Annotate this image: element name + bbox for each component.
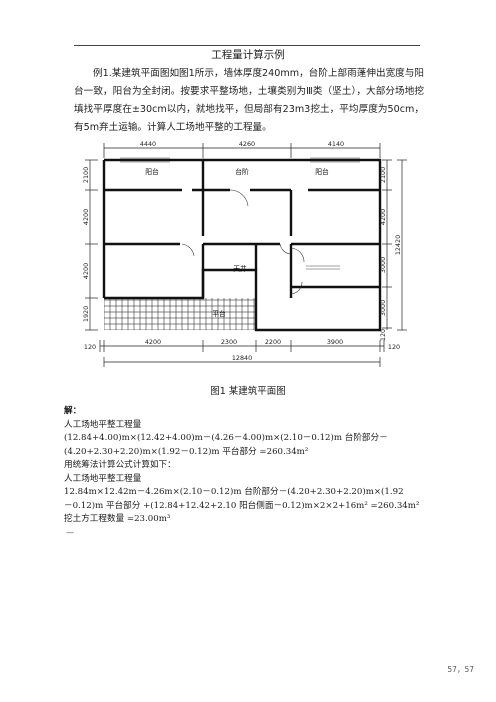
dim-top-3: 4140 bbox=[328, 140, 344, 148]
figure-caption: 图1 某建筑平面图 bbox=[210, 386, 286, 397]
label-balcony-right: 阳台 bbox=[315, 167, 329, 176]
problem-statement: 例1.某建筑平面图如图1所示，墙体厚度240mm，台阶上部雨蓬伸出宽度与阳台一致… bbox=[74, 68, 424, 133]
dim-right-1: 2100 bbox=[379, 167, 387, 183]
solution-block: 解： 人工场地平整工程量 (12.84+4.00)m×(12.42+4.00)m… bbox=[64, 405, 450, 527]
solution-line-5: 人工场地平整工程量 bbox=[64, 473, 142, 484]
header-rule bbox=[74, 45, 420, 46]
dim-bottom-6: 120 bbox=[388, 343, 400, 351]
margin-mark: — bbox=[66, 528, 74, 537]
dim-left-3: 4200 bbox=[82, 263, 90, 279]
solution-line-2: (12.84+4.00)m×(12.42+4.00)m－(4.26－4.00)m… bbox=[64, 433, 388, 443]
walls bbox=[102, 158, 382, 332]
dim-right-total: 12420 bbox=[394, 235, 402, 255]
solution-line-1: 人工场地平整工程量 bbox=[64, 419, 142, 430]
solution-line-7: －0.12)m 平台部分 +(12.84+12.42+2.10 阳台侧面－0.1… bbox=[64, 500, 420, 511]
solution-line-8: 挖土方工程数量 =23.00m³ bbox=[64, 514, 171, 524]
label-platform: 平台 bbox=[212, 309, 226, 318]
dimension-lines bbox=[85, 143, 407, 367]
platform-tiles bbox=[104, 298, 256, 330]
dim-left-4: 1920 bbox=[82, 306, 90, 322]
page-number: 57，57 bbox=[447, 665, 474, 674]
dim-right-3: 3000 bbox=[379, 257, 387, 273]
solution-line-4: 用统筹法计算公式计算如下： bbox=[64, 460, 176, 470]
solution-line-3: (4.20+2.30+2.20)m×(1.92－0.12)m 平台部分 =260… bbox=[64, 446, 309, 457]
dim-top-2: 4260 bbox=[239, 140, 255, 148]
dim-right-5: 120 bbox=[379, 329, 387, 341]
dim-right-2: 4200 bbox=[379, 209, 387, 225]
dim-left-2: 4200 bbox=[82, 209, 90, 225]
dim-bottom-2: 4200 bbox=[145, 338, 161, 346]
dim-bottom-total: 12840 bbox=[232, 354, 252, 362]
label-courtyard: 天井 bbox=[233, 264, 247, 273]
dim-bottom-4: 2200 bbox=[265, 338, 281, 346]
window-lines bbox=[120, 157, 360, 270]
dim-top-1: 4440 bbox=[140, 140, 156, 148]
dim-bottom-3: 2300 bbox=[221, 338, 237, 346]
label-steps: 台阶 bbox=[235, 167, 249, 176]
dim-right-4: 3000 bbox=[379, 300, 387, 316]
label-balcony-left: 阳台 bbox=[145, 167, 159, 176]
floor-plan-figure: 4440 4260 4140 2100 4200 4200 1920 2100 … bbox=[82, 140, 407, 367]
dim-bottom-1: 120 bbox=[84, 343, 96, 351]
door-swings bbox=[181, 189, 305, 295]
solution-line-6: 12.84m×12.42m－4.26m×(2.10－0.12)m 台阶部分－(4… bbox=[64, 487, 404, 497]
solution-header: 解： bbox=[64, 406, 82, 416]
dim-bottom-5: 3900 bbox=[327, 338, 343, 346]
dim-left-1: 2100 bbox=[82, 167, 90, 183]
document-title: 工程量计算示例 bbox=[211, 49, 285, 61]
